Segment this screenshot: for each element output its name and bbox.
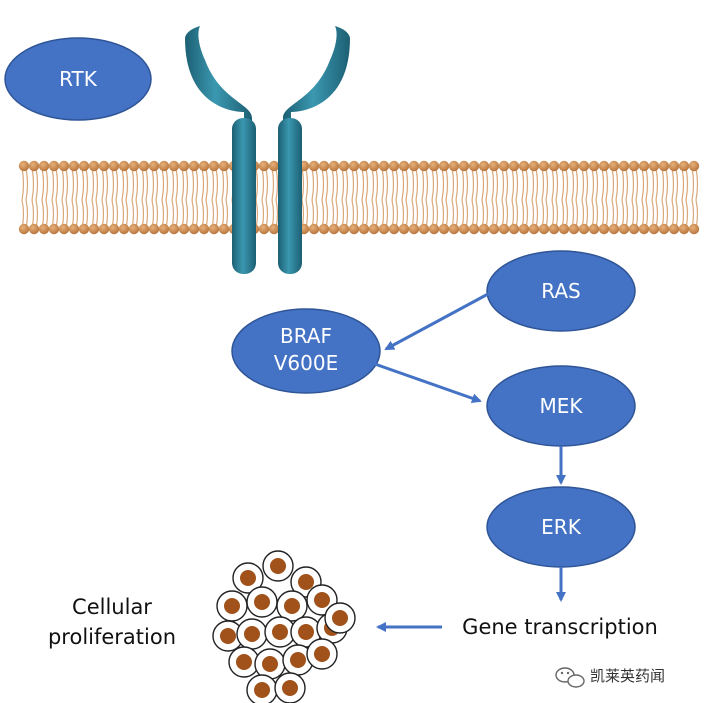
gene-transcription-label: Gene transcription — [462, 615, 658, 639]
node-braf-label-line1: BRAF — [280, 324, 332, 348]
node-erk: ERK — [486, 486, 636, 568]
wechat-icon — [555, 667, 585, 688]
node-ras: RAS — [486, 250, 636, 332]
arrow-ras-to-braf — [384, 292, 489, 351]
cell-membrane — [18, 160, 700, 235]
node-braf-v600e: BRAF V600E — [231, 308, 381, 394]
node-erk-label: ERK — [541, 515, 582, 539]
arrow-braf-to-mek — [371, 361, 482, 404]
node-mek-label: MEK — [539, 394, 583, 418]
node-rtk: RTK — [4, 37, 152, 121]
cellular-proliferation-label-line1: Cellular — [72, 595, 152, 619]
watermark: 凯莱英药闻 — [555, 667, 665, 688]
node-rtk-label: RTK — [59, 67, 98, 91]
cellular-proliferation-label-line2: proliferation — [48, 625, 176, 649]
cell-cluster-icon — [212, 550, 356, 703]
receptor-icon — [185, 26, 350, 274]
watermark-text: 凯莱英药闻 — [590, 667, 665, 685]
node-braf-label-line2: V600E — [274, 351, 339, 375]
node-ras-label: RAS — [541, 279, 580, 303]
node-mek: MEK — [486, 365, 636, 447]
